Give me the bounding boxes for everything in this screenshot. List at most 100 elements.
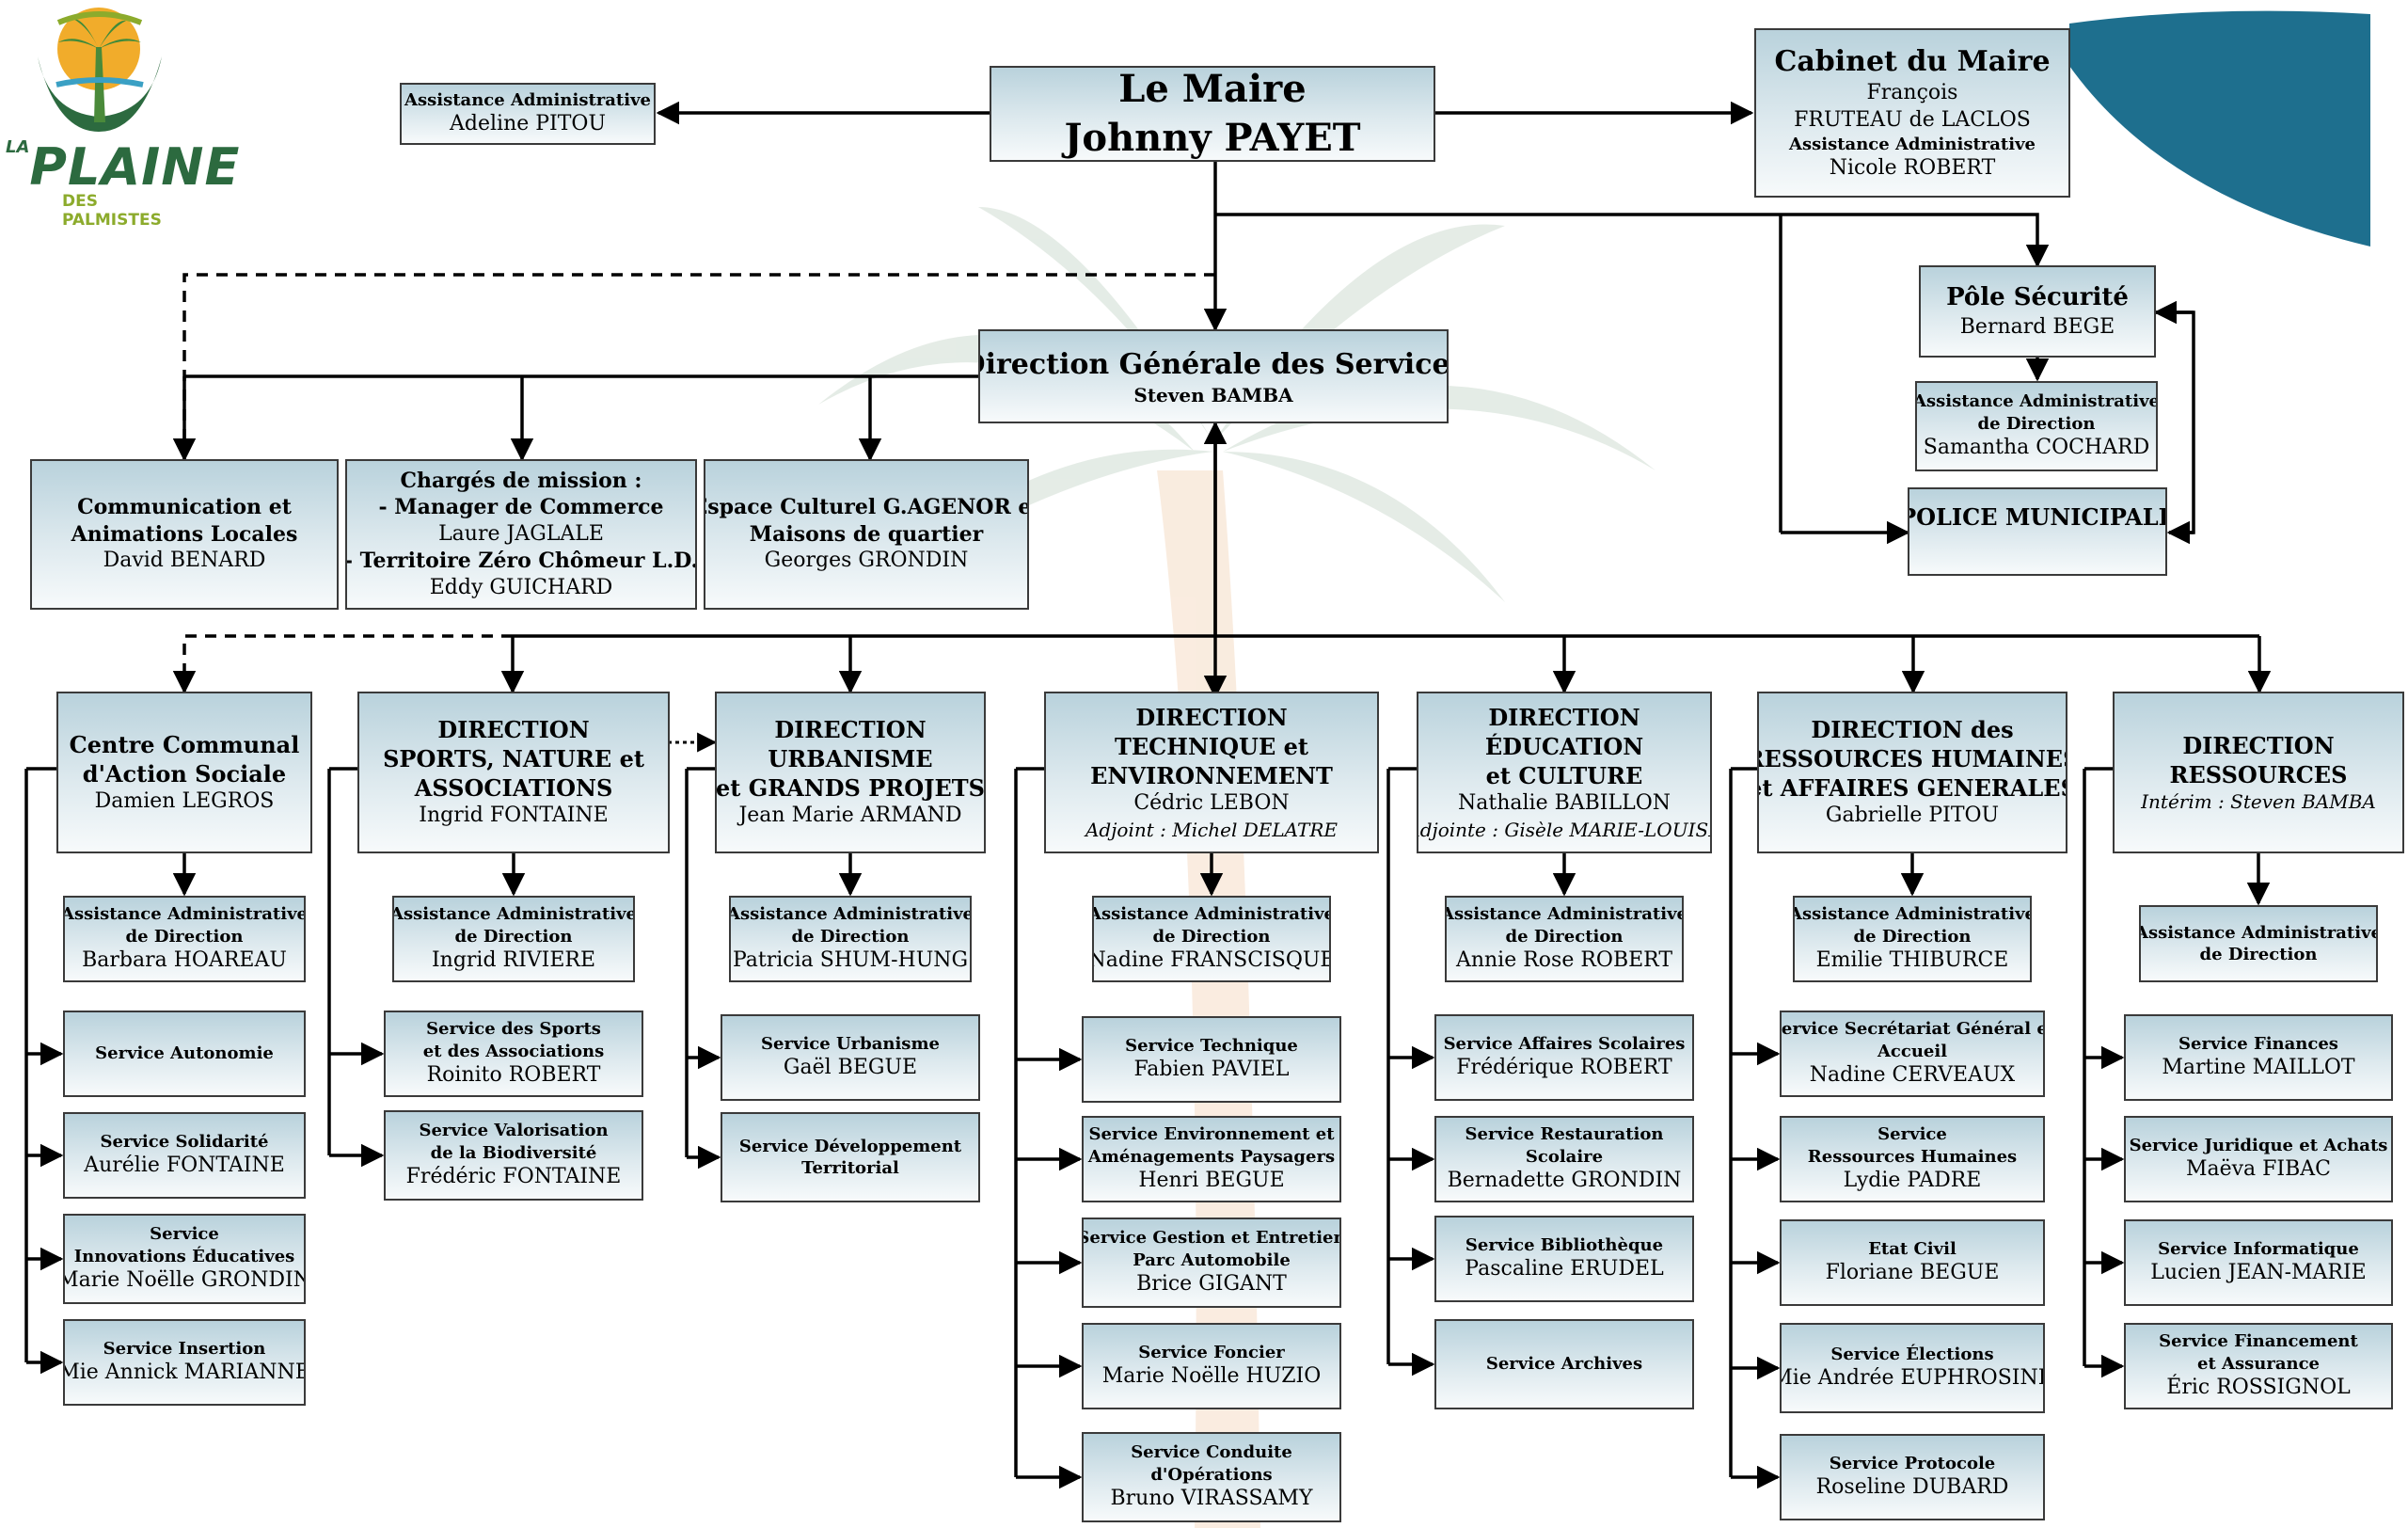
assistant-name: Barbara HOAREAU bbox=[82, 948, 287, 973]
dgs-box: Direction Générale des Services Steven B… bbox=[978, 329, 1449, 423]
palm-logo-icon bbox=[38, 8, 162, 132]
service-title-line: Parc Automobile bbox=[1133, 1249, 1291, 1270]
direction-title-line: ASSOCIATIONS bbox=[414, 774, 613, 803]
direction-title-line: TECHNIQUE et bbox=[1115, 733, 1308, 761]
assistant-subtitle: de Direction bbox=[454, 926, 573, 947]
logo-wordmark: LAPLAINE bbox=[6, 137, 241, 197]
service-title-line: Service Protocole bbox=[1829, 1454, 1996, 1473]
service-head-name: Lucien JEAN-MARIE bbox=[2150, 1261, 2367, 1285]
service-head-name: Martine MAILLOT bbox=[2162, 1056, 2355, 1080]
service-head-name: Fabien PAVIEL bbox=[1133, 1058, 1290, 1082]
service-title-line: Aménagements Paysagers bbox=[1087, 1146, 1336, 1167]
service-title-line: Service Archives bbox=[1485, 1354, 1643, 1375]
service-head-name: Nadine CERVEAUX bbox=[1809, 1063, 2016, 1088]
assistant-title: Assistance Administrative bbox=[729, 904, 972, 925]
assistant-name: Patricia SHUM-HUNG bbox=[732, 948, 969, 973]
assistant-title: Assistance Administrative bbox=[2139, 922, 2378, 943]
decorative-wedge-icon bbox=[2069, 10, 2370, 247]
direction-title-line: Centre Communal bbox=[69, 730, 300, 758]
charges-mission-box: Chargés de mission : - Manager de Commer… bbox=[345, 459, 697, 610]
direction-title-line: RESSOURCES HUMAINES bbox=[1757, 745, 2067, 773]
service-title-line: Service bbox=[1877, 1124, 1947, 1145]
direction-title-line: DIRECTION des bbox=[1811, 715, 2014, 743]
service-title-line: Service Secrétariat Général et bbox=[1780, 1019, 2045, 1040]
service-head-name: Éric ROSSIGNOL bbox=[2166, 1376, 2351, 1400]
assistant-title: Assistance Administrative bbox=[1793, 904, 2032, 925]
service-title-line: Service Valorisation bbox=[419, 1121, 609, 1141]
service-head-name: Mie Annick MARIANNE bbox=[63, 1361, 306, 1385]
direction-title-line: ÉDUCATION bbox=[1484, 733, 1644, 761]
service-title-line: Service Informatique bbox=[2158, 1239, 2359, 1259]
service-title-line: et Assurance bbox=[2197, 1353, 2320, 1374]
assistant-subtitle: de Direction bbox=[1152, 926, 1271, 947]
service-head-name: Bruno VIRASSAMY bbox=[1110, 1487, 1313, 1511]
service-head-name: Lydie PADRE bbox=[1843, 1169, 1982, 1193]
assistance-securite-box: Assistance Administrative de Direction S… bbox=[1915, 381, 2158, 471]
service-title-line: Service Finances bbox=[2178, 1034, 2338, 1054]
assistant-subtitle: de Direction bbox=[2199, 945, 2318, 964]
assistant-title: Assistance Administrative bbox=[63, 904, 306, 925]
service-title-line: Service Insertion bbox=[103, 1339, 266, 1359]
service-title-line: Service Conduite bbox=[1131, 1442, 1292, 1463]
pole-securite-box: Pôle Sécurité Bernard BEGE bbox=[1919, 265, 2156, 358]
service-title-line: Service Développement bbox=[738, 1136, 962, 1156]
service-head-name: Frédéric FONTAINE bbox=[405, 1165, 622, 1189]
service-title-line: Service Financement bbox=[2159, 1331, 2358, 1352]
direction-title-line: DIRECTION bbox=[1135, 703, 1288, 731]
direction-head-name: Nathalie BABILLON bbox=[1458, 791, 1671, 816]
service-title-line: Territorial bbox=[801, 1158, 899, 1178]
service-title-line: Service des Sports bbox=[426, 1019, 601, 1040]
service-title-line: Etat Civil bbox=[1868, 1239, 1956, 1259]
service-title-line: d'Opérations bbox=[1150, 1464, 1273, 1485]
service-title-line: Service Élections bbox=[1830, 1345, 1994, 1364]
service-head-name: Brice GIGANT bbox=[1136, 1272, 1287, 1297]
logo-subtitle: DES PALMISTES bbox=[62, 192, 162, 230]
assistant-name: Ingrid RIVIERE bbox=[431, 948, 596, 973]
direction-title-line: et CULTURE bbox=[1485, 762, 1643, 790]
service-title-line: Service Bibliothèque bbox=[1465, 1235, 1664, 1255]
direction-deputy: Adjointe : Gisèle MARIE-LOUISE bbox=[1417, 819, 1712, 842]
service-title-line: Service Urbanisme bbox=[761, 1034, 940, 1054]
service-title-line: Service Foncier bbox=[1138, 1343, 1285, 1362]
service-title-line: Service Solidarité bbox=[100, 1132, 269, 1152]
service-title-line: Accueil bbox=[1877, 1041, 1948, 1061]
direction-head-name: Damien LEGROS bbox=[94, 788, 275, 813]
service-head-name: Henri BEGUE bbox=[1138, 1169, 1285, 1193]
service-title-line: Service Technique bbox=[1125, 1036, 1298, 1056]
direction-title-line: URBANISME bbox=[768, 745, 933, 773]
assistant-name: Nadine FRANSCISQUE bbox=[1092, 948, 1331, 973]
direction-deputy: Intérim : Steven BAMBA bbox=[2141, 790, 2376, 814]
service-box: Service Autonomie bbox=[63, 1011, 306, 1097]
service-head-name: Aurélie FONTAINE bbox=[84, 1154, 285, 1178]
cabinet-box: Cabinet du Maire François FRUTEAU de LAC… bbox=[1754, 28, 2070, 198]
assistant-name: Annie Rose ROBERT bbox=[1455, 948, 1673, 973]
service-title-line: Ressources Humaines bbox=[1807, 1146, 2018, 1167]
service-title-line: Service Environnement et bbox=[1088, 1124, 1335, 1145]
espace-culturel-box: Espace Culturel G.AGENOR et Maisons de q… bbox=[704, 459, 1029, 610]
maire-box: Le Maire Johnny PAYET bbox=[990, 66, 1435, 162]
direction-assistant-box: Assistance Administrative de Direction bbox=[2139, 905, 2378, 982]
